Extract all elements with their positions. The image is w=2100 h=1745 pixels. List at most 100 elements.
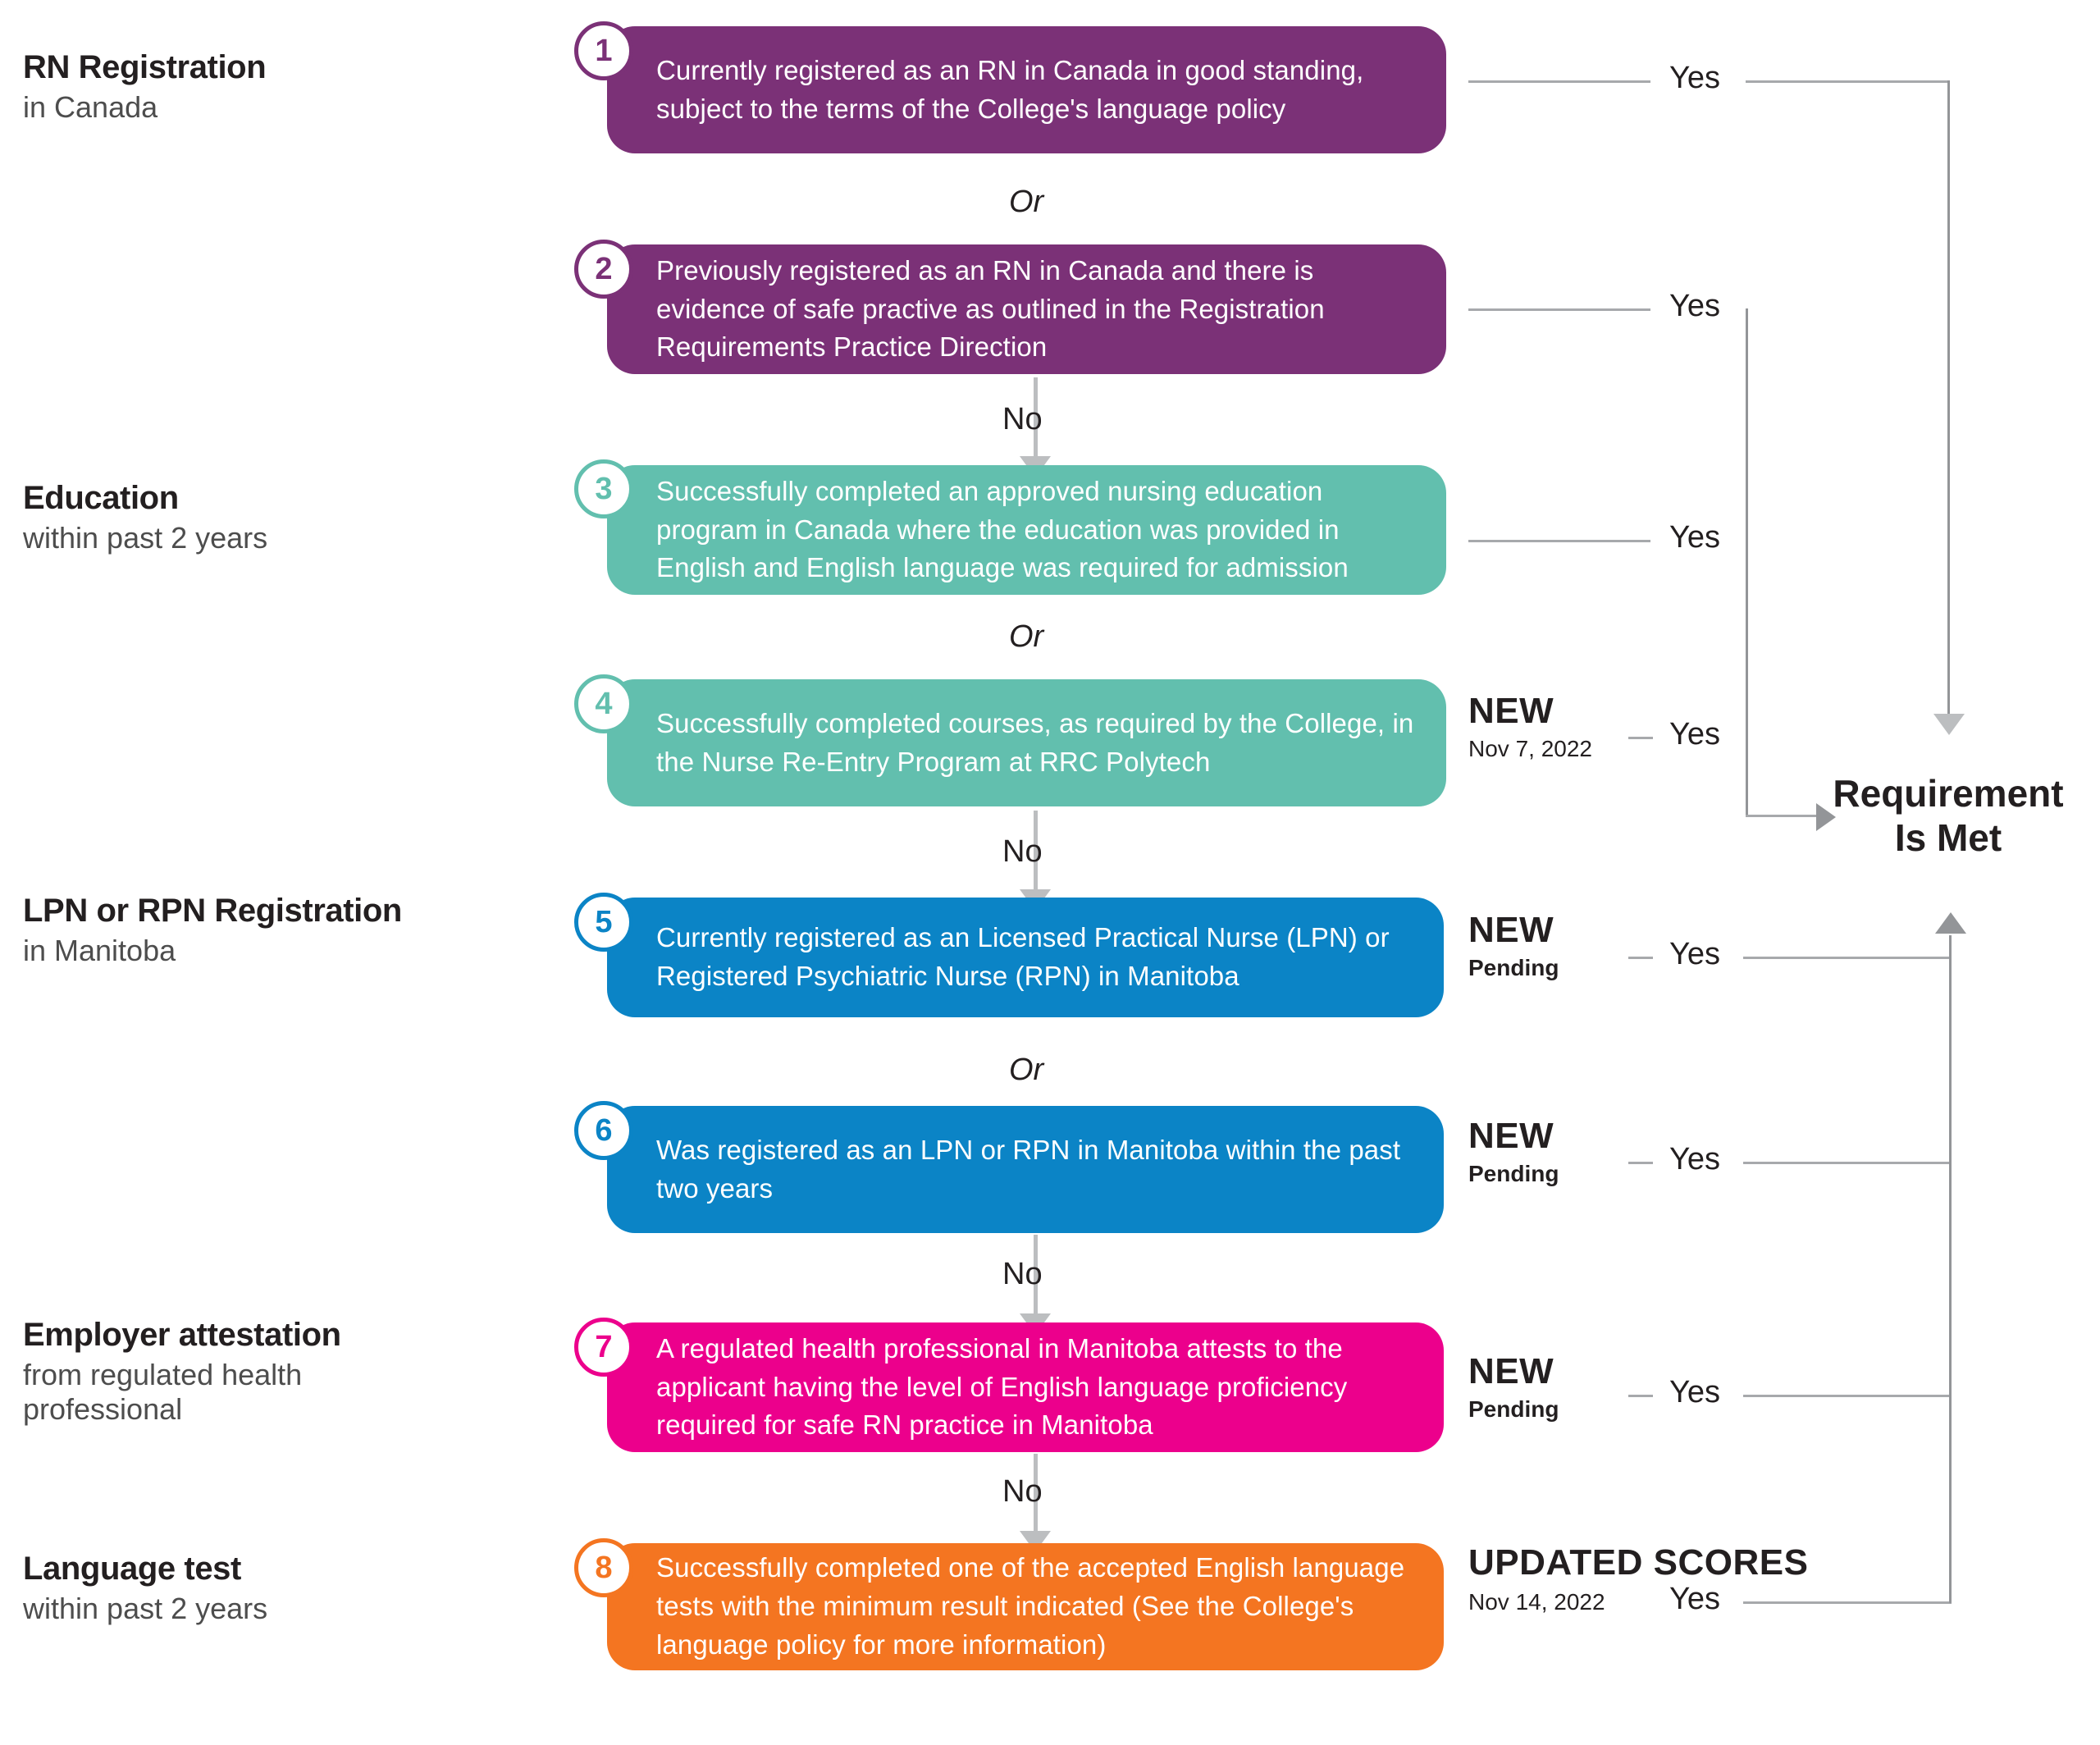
step-number-value: 6 [595,1112,613,1148]
step-text: Currently registered as an Licensed Prac… [656,922,1390,991]
badge-sub: Nov 14, 2022 [1468,1589,1605,1615]
or-label-1-2: Or [1009,185,1044,219]
badge-main: NEW [1468,691,1554,731]
step-box-4[interactable]: Successfully completed courses, as requi… [607,679,1446,806]
outcome-requirement-is-met: Requirement Is Met [1776,771,2100,861]
category-subtitle: within past 2 years [23,1592,268,1625]
category-subtitle: in Manitoba [23,934,176,967]
yes-label-step8: Yes [1669,1582,1720,1616]
step-box-2[interactable]: Previously registered as an RN in Canada… [607,244,1446,374]
no-arrow-stem-7-8 [1034,1454,1038,1534]
badge-sub: Nov 7, 2022 [1468,736,1592,761]
badge-sub: Pending [1468,1161,1559,1186]
step-text: Was registered as an LPN or RPN in Manit… [656,1134,1401,1204]
category-title: LPN or RPN Registration [23,893,402,929]
step-text: Successfully completed one of the accept… [656,1552,1405,1660]
category-language-test: Language test within past 2 years [23,1551,267,1626]
step-number-5: 5 [574,893,633,952]
step-number-value: 5 [595,904,613,939]
outcome-line-1: Requirement [1833,772,2064,815]
step-text: Successfully completed an approved nursi… [656,475,1349,583]
connector-vertical-steps234 [1746,308,1748,816]
connector-vertical-steps5678 [1949,935,1952,1603]
connector-line-step5-right [1743,957,1952,959]
step-number-2: 2 [574,240,633,299]
step-box-6[interactable]: Was registered as an LPN or RPN in Manit… [607,1106,1444,1233]
badge-sub: Pending [1468,1396,1559,1422]
badge-step8: UPDATED SCORES Nov 14, 2022 [1468,1542,1809,1615]
connector-tick-step5 [1628,957,1653,959]
badge-step7: NEW Pending [1468,1354,1559,1423]
yes-label-step1: Yes [1669,61,1720,95]
step-text: Successfully completed courses, as requi… [656,707,1414,777]
connector-tick-step6 [1628,1162,1653,1164]
connector-line-step3 [1468,540,1650,542]
yes-label-step5: Yes [1669,937,1720,971]
category-title: Language test [23,1551,241,1587]
no-label-2-3: No [1002,402,1043,436]
no-arrow-stem-6-7 [1034,1235,1038,1317]
category-subtitle: in Canada [23,90,158,124]
badge-step5: NEW Pending [1468,912,1559,981]
category-employer-attestation: Employer attestation from regulated heal… [23,1317,384,1428]
connector-line-step8-right [1743,1601,1952,1604]
step-number-8: 8 [574,1538,633,1597]
category-title: RN Registration [23,49,267,85]
category-rn-registration: RN Registration in Canada [23,49,267,125]
step-box-8[interactable]: Successfully completed one of the accept… [607,1543,1444,1670]
badge-step6: NEW Pending [1468,1118,1559,1187]
no-label-4-5: No [1002,834,1043,869]
connector-arrow-down-step1 [1933,714,1965,735]
category-subtitle: within past 2 years [23,521,268,555]
category-subtitle: from regulated health professional [23,1358,303,1427]
step-box-3[interactable]: Successfully completed an approved nursi… [607,465,1446,595]
step-number-4: 4 [574,674,633,733]
connector-arrow-up-to-outcome [1935,912,1966,934]
or-label-3-4: Or [1009,619,1044,654]
step-number-value: 8 [595,1550,613,1585]
yes-label-step3: Yes [1669,520,1720,555]
connector-arrow-into-outcome [1816,803,1836,831]
category-education: Education within past 2 years [23,480,267,555]
yes-label-step4: Yes [1669,717,1720,751]
step-text: A regulated health professional in Manit… [656,1332,1348,1441]
no-arrow-stem-2-3 [1034,377,1038,459]
step-text: Currently registered as an RN in Canada … [656,54,1364,124]
no-label-7-8: No [1002,1474,1043,1509]
or-label-5-6: Or [1009,1053,1044,1087]
yes-label-step7: Yes [1669,1375,1720,1409]
connector-line-step1 [1468,80,1650,83]
badge-main: UPDATED SCORES [1468,1542,1809,1583]
step-number-value: 7 [595,1329,613,1364]
connector-tick-step7 [1628,1395,1653,1397]
connector-line-step7-right [1743,1395,1952,1397]
no-arrow-stem-4-5 [1034,811,1038,893]
step-number-value: 1 [595,33,613,68]
step-number-6: 6 [574,1101,633,1160]
step-box-5[interactable]: Currently registered as an Licensed Prac… [607,898,1444,1017]
step-text: Previously registered as an RN in Canada… [656,254,1325,363]
step-number-value: 3 [595,471,613,506]
yes-label-step6: Yes [1669,1142,1720,1176]
badge-main: NEW [1468,1351,1554,1391]
connector-tick-step4 [1628,737,1653,739]
connector-line-step2 [1468,308,1650,311]
no-label-6-7: No [1002,1257,1043,1291]
category-title: Employer attestation [23,1317,341,1353]
connector-vertical-step1 [1947,80,1950,717]
step-number-7: 7 [574,1318,633,1377]
step-box-1[interactable]: Currently registered as an RN in Canada … [607,26,1446,153]
yes-label-step2: Yes [1669,289,1720,323]
badge-main: NEW [1468,910,1554,950]
badge-main: NEW [1468,1116,1554,1156]
connector-line-into-outcome [1746,815,1819,817]
outcome-line-2: Is Met [1894,816,2002,860]
badge-sub: Pending [1468,955,1559,980]
category-title: Education [23,480,179,516]
step-number-3: 3 [574,459,633,518]
connector-line-step6-right [1743,1162,1952,1164]
step-number-value: 2 [595,251,613,286]
step-number-value: 4 [595,686,613,721]
step-box-7[interactable]: A regulated health professional in Manit… [607,1322,1444,1452]
